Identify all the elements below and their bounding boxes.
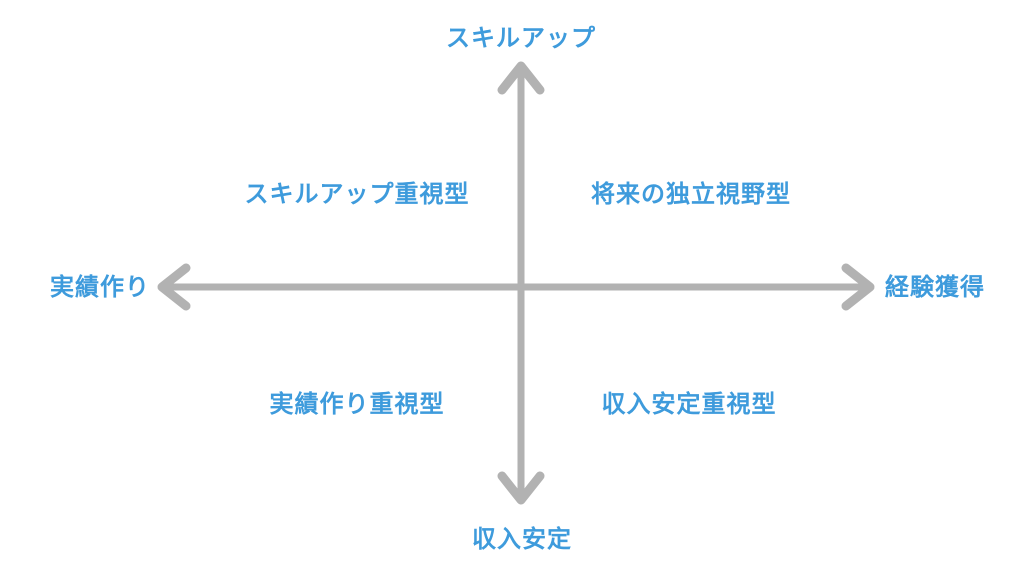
horizontal-axis-arrow <box>157 263 875 311</box>
vertical-axis-arrow <box>497 61 545 505</box>
axis-label-bottom: 収入安定 <box>472 526 572 553</box>
quadrant-label-top-left: スキルアップ重視型 <box>244 181 470 208</box>
quadrant-label-bottom-right: 収入安定重視型 <box>601 391 777 418</box>
quadrant-label-top-right: 将来の独立視野型 <box>591 181 791 208</box>
axis-label-top: スキルアップ <box>446 25 596 52</box>
quadrant-label-bottom-left: 実績作り重視型 <box>269 391 445 418</box>
axis-label-left: 実績作り <box>50 274 150 301</box>
axis-label-right: 経験獲得 <box>885 274 985 301</box>
